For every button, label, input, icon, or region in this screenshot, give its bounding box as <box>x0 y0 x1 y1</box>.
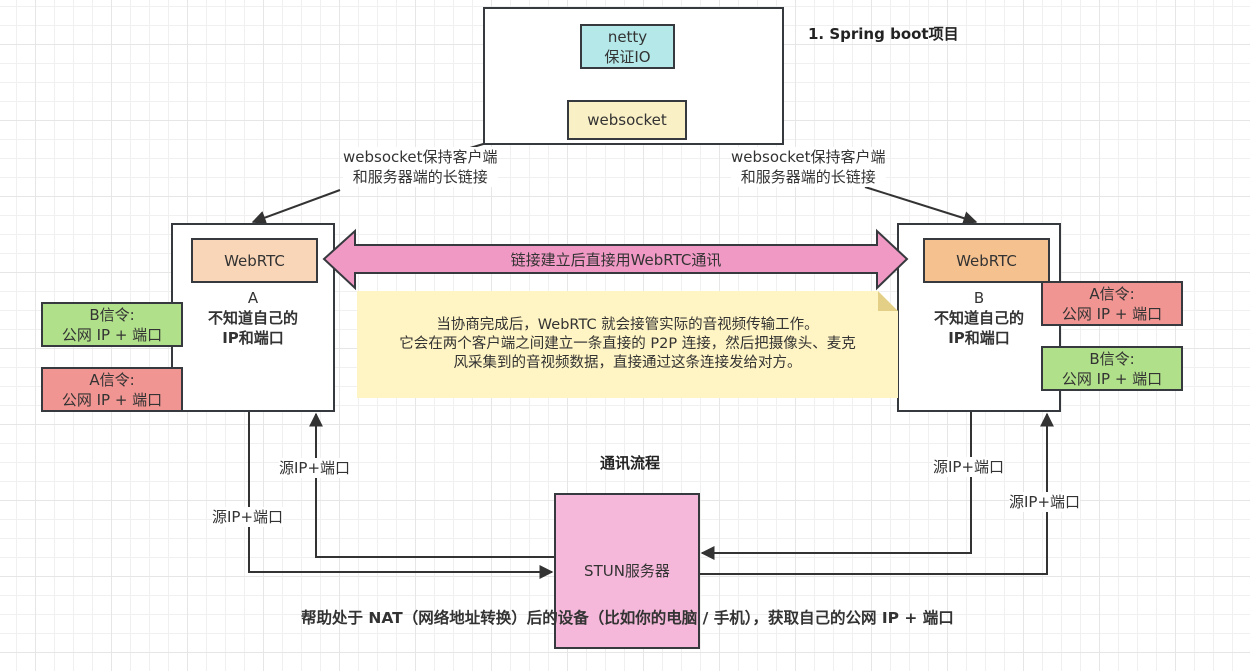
websocket-label: websocket <box>587 111 667 129</box>
client-b-text: B 不知道自己的 IP和端口 <box>897 288 1061 348</box>
stun-to-b-line <box>700 412 1054 575</box>
edge-label-b-down: 源IP+端口 <box>933 457 1005 477</box>
netty-subtitle: 保证IO <box>604 47 651 66</box>
p2p-arrow-label: 链接建立后直接用WebRTC通讯 <box>510 251 722 269</box>
webrtc-note[interactable]: 当协商完成后，WebRTC 就会接管实际的音视频传输工作。 它会在两个客户端之间… <box>357 291 898 398</box>
b-to-stun-line <box>700 412 972 560</box>
signal-title: A信令: <box>1089 284 1135 303</box>
client-b-signal-b[interactable]: B信令: 公网 IP + 端口 <box>1041 346 1183 391</box>
edge-label-a-down: 源IP+端口 <box>212 507 284 527</box>
signal-title: B信令: <box>89 305 135 324</box>
client-a-webrtc-box[interactable]: WebRTC <box>191 238 318 283</box>
signal-value: 公网 IP + 端口 <box>61 390 163 409</box>
stun-description: 帮助处于 NAT（网络地址转换）后的设备（比如你的电脑 / 手机），获取自己的公… <box>301 609 954 627</box>
ws-label-right-line2: 和服务器端的长链接 <box>740 168 876 186</box>
ws-label-left: websocket保持客户端 和服务器端的长链接 <box>343 147 498 187</box>
websocket-box[interactable]: websocket <box>567 100 687 140</box>
note-line-1: 当协商完成后，WebRTC 就会接管实际的音视频传输工作。 <box>436 317 819 333</box>
signal-title: B信令: <box>1089 349 1135 368</box>
spring-boot-title: 1. Spring boot项目 <box>808 25 959 43</box>
note-line-3: 风采集到的音视频数据，直接通过这条连接发给对方。 <box>453 355 802 371</box>
signal-title: A信令: <box>89 370 135 389</box>
note-text: 当协商完成后，WebRTC 就会接管实际的音视频传输工作。 它会在两个客户端之间… <box>357 316 898 373</box>
ws-label-left-line1: websocket保持客户端 <box>343 148 498 166</box>
stun-to-a-line <box>309 412 554 558</box>
note-line-2: 它会在两个客户端之间建立一条直接的 P2P 连接，然后把摄像头、麦克 <box>399 336 856 352</box>
stun-server-box[interactable]: STUN服务器 <box>554 493 700 649</box>
edge-label-b-up: 源IP+端口 <box>1009 492 1081 512</box>
ws-label-to-b-arrow <box>864 186 978 225</box>
client-b-name: B <box>973 289 985 307</box>
client-a-signal-b[interactable]: B信令: 公网 IP + 端口 <box>41 302 183 347</box>
signal-value: 公网 IP + 端口 <box>61 325 163 344</box>
ws-label-right: websocket保持客户端 和服务器端的长链接 <box>731 147 886 187</box>
client-b-desc-line2: IP和端口 <box>948 329 1010 347</box>
netty-box[interactable]: netty 保证IO <box>580 24 675 69</box>
client-b-webrtc-box[interactable]: WebRTC <box>923 238 1050 283</box>
signal-value: 公网 IP + 端口 <box>1061 304 1163 323</box>
ws-label-left-line2: 和服务器端的长链接 <box>352 168 488 186</box>
ws-label-to-a-arrow <box>251 189 341 225</box>
client-a-text: A 不知道自己的 IP和端口 <box>171 288 335 348</box>
ws-label-right-line1: websocket保持客户端 <box>731 148 886 166</box>
client-b-desc-line1: 不知道自己的 <box>933 309 1024 327</box>
client-a-webrtc-label: WebRTC <box>224 251 285 270</box>
client-a-desc-line2: IP和端口 <box>222 329 284 347</box>
client-a-desc-line1: 不知道自己的 <box>207 309 298 327</box>
signal-value: 公网 IP + 端口 <box>1061 369 1163 388</box>
flow-title: 通讯流程 <box>600 454 661 472</box>
client-a-name: A <box>247 289 259 307</box>
a-to-stun-line <box>248 412 554 579</box>
client-b-webrtc-label: WebRTC <box>956 251 1017 270</box>
edge-label-a-up: 源IP+端口 <box>279 458 351 478</box>
client-b-signal-a[interactable]: A信令: 公网 IP + 端口 <box>1041 281 1183 326</box>
stun-server-label: STUN服务器 <box>584 562 670 580</box>
netty-label: netty <box>607 27 648 46</box>
client-a-signal-a[interactable]: A信令: 公网 IP + 端口 <box>41 367 183 412</box>
